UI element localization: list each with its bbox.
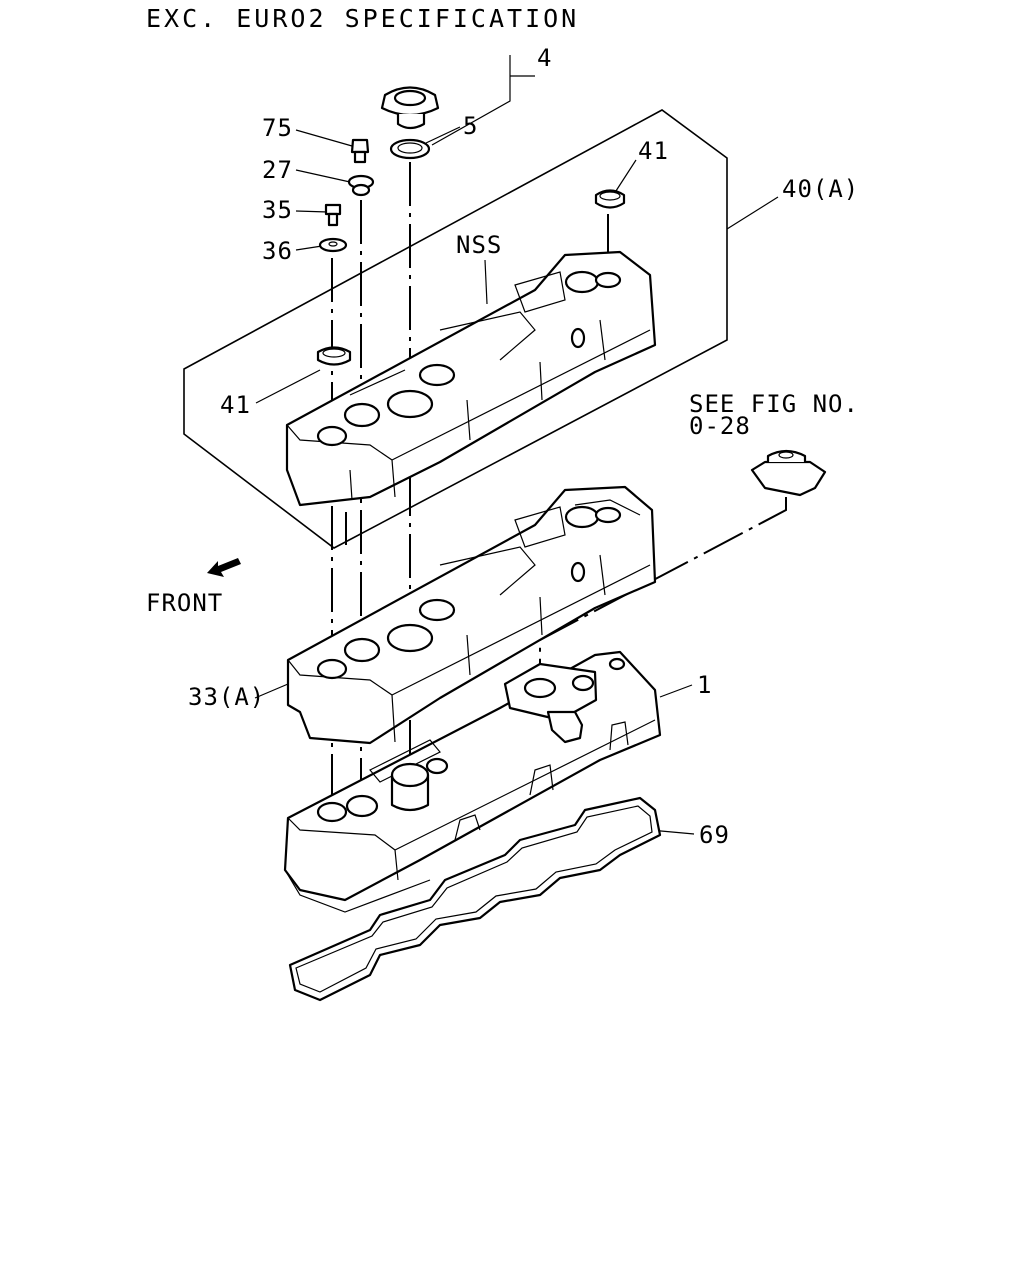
bolt-75 xyxy=(350,138,370,164)
o-ring-5 xyxy=(389,138,431,160)
front-arrow-icon xyxy=(207,558,241,577)
bolt-35 xyxy=(324,203,342,227)
callout-41-left: 41 xyxy=(220,391,251,419)
callout-75: 75 xyxy=(262,114,293,142)
grommet-41-top xyxy=(594,189,626,209)
callout-40a: 40(A) xyxy=(782,175,859,203)
callout-4: 4 xyxy=(537,44,552,72)
callout-33a: 33(A) xyxy=(188,683,265,711)
diagram-title: EXC. EURO2 SPECIFICATION xyxy=(146,4,579,33)
insulator-cover-33a xyxy=(286,485,657,745)
oil-filler-cap-4 xyxy=(380,86,440,130)
callout-36: 36 xyxy=(262,237,293,265)
callout-1: 1 xyxy=(697,671,712,699)
callout-leaders xyxy=(254,55,779,835)
grommet-41-left xyxy=(316,346,352,366)
callout-69: 69 xyxy=(699,821,730,849)
gasket-69 xyxy=(288,796,662,1002)
callout-5: 5 xyxy=(463,112,478,140)
front-label: FRONT xyxy=(146,589,223,617)
washer-36 xyxy=(318,237,348,253)
breather-unit xyxy=(750,449,827,497)
grommet-27 xyxy=(347,174,375,197)
see-fig-label-line2: 0-28 xyxy=(689,412,751,440)
callout-41-top: 41 xyxy=(638,137,669,165)
nss-label: NSS xyxy=(456,231,502,259)
callout-27: 27 xyxy=(262,156,293,184)
see-fig-label-line1: SEE FIG NO. xyxy=(689,390,859,418)
insulator-cover-40a xyxy=(285,250,657,507)
assembly-40a-box xyxy=(183,109,728,549)
head-cover-1 xyxy=(283,650,662,913)
callout-35: 35 xyxy=(262,196,293,224)
